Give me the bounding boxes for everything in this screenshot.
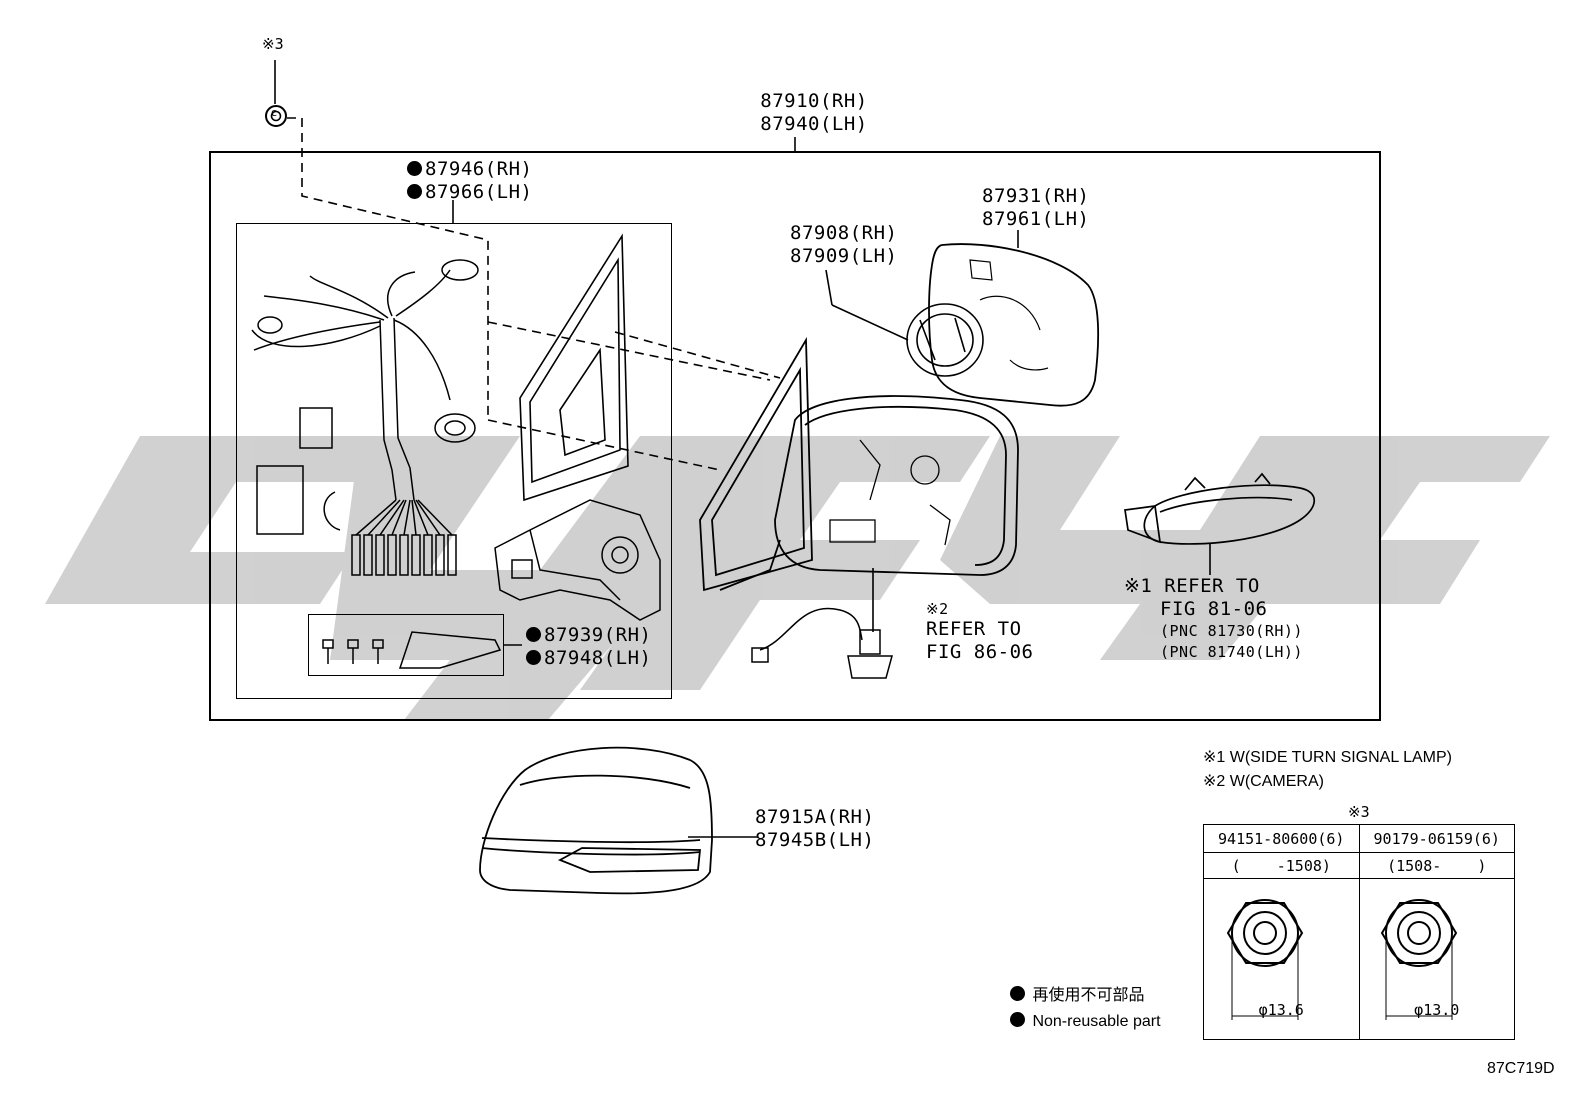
fastener-table-mark: ※3 [1348, 803, 1370, 821]
harness-lh: 87966(LH) [425, 181, 533, 203]
fastener-cell-2: φ13.0 [1358, 878, 1515, 1040]
retainer-lh: 87948(LH) [544, 647, 652, 669]
figure-code: 87C719D [1487, 1060, 1555, 1077]
nut-letter-label: c [271, 106, 278, 119]
fastener-dia-2: φ13.0 [1414, 1001, 1460, 1019]
note-camera: ※2 W(CAMERA) [1203, 773, 1324, 790]
fastener-part-2: 90179-06159(6) [1358, 824, 1515, 853]
non-reusable-dot-icon [407, 184, 422, 199]
actuator-lh: 87909(LH) [790, 245, 898, 267]
mirror-lh: 87961(LH) [982, 208, 1090, 230]
actuator-rh: 87908(RH) [790, 222, 898, 244]
mirror-part-label: 87931(RH) 87961(LH) [982, 185, 1089, 231]
camera-ref-line1: REFER TO [926, 618, 1022, 640]
fastener-cell-1: φ13.6 [1203, 878, 1360, 1040]
camera-ref-line2: FIG 86-06 [926, 641, 1034, 663]
lamp-reference: ※1 REFER TO FIG 81-06 (PNC 81730(RH)) (P… [1124, 575, 1303, 663]
non-reusable-dot-icon [526, 627, 541, 642]
non-reusable-dot-icon [1010, 986, 1025, 1001]
mirror-rh: 87931(RH) [982, 185, 1090, 207]
assembly-lh: 87940(LH) [760, 113, 868, 135]
retainer-part-label: 87939(RH) 87948(LH) [526, 624, 651, 670]
assembly-rh: 87910(RH) [760, 90, 868, 112]
actuator-part-label: 87908(RH) 87909(LH) [790, 222, 897, 268]
non-reusable-dot-icon [407, 161, 422, 176]
legend-jp: 再使用不可部品 [1032, 985, 1145, 1004]
camera-reference: ※2 REFER TO FIG 86-06 [926, 600, 1033, 664]
lamp-ref-line3: (PNC 81730(RH)) [1160, 622, 1303, 640]
non-reusable-dot-icon [1010, 1012, 1025, 1027]
notes-block: ※1 W(SIDE TURN SIGNAL LAMP) ※2 W(CAMERA) [1203, 746, 1452, 794]
legend-block: 再使用不可部品 Non-reusable part [1010, 982, 1161, 1035]
screw-kit-frame [308, 614, 504, 676]
cover-part-label: 87915A(RH) 87945B(LH) [755, 806, 874, 852]
harness-rh: 87946(RH) [425, 158, 533, 180]
cover-rh: 87915A(RH) [755, 806, 875, 828]
lamp-ref-line2: FIG 81-06 [1160, 598, 1268, 620]
cover-lh: 87945B(LH) [755, 829, 875, 851]
fastener-range-1: ( -1508) [1203, 852, 1360, 879]
assembly-frame [209, 151, 1381, 721]
fastener-range-2: (1508- ) [1358, 852, 1515, 879]
camera-ref-mark: ※2 [926, 600, 949, 618]
non-reusable-dot-icon [526, 650, 541, 665]
assembly-part-label: 87910(RH) 87940(LH) [758, 90, 870, 136]
retainer-rh: 87939(RH) [544, 624, 652, 646]
harness-kit-frame [236, 223, 672, 699]
top-nut-mark: ※3 [262, 35, 284, 53]
lamp-ref-line1: ※1 REFER TO [1124, 575, 1260, 597]
note-turn-signal: ※1 W(SIDE TURN SIGNAL LAMP) [1203, 749, 1452, 766]
harness-part-label: 87946(RH) 87966(LH) [407, 158, 532, 204]
fastener-table: 94151-80600(6) 90179-06159(6) ( -1508) (… [1203, 824, 1515, 1040]
fastener-dia-1: φ13.6 [1258, 1001, 1304, 1019]
fastener-part-1: 94151-80600(6) [1203, 824, 1360, 853]
lamp-ref-line4: (PNC 81740(LH)) [1160, 643, 1303, 661]
legend-en: Non-reusable part [1032, 1013, 1161, 1030]
